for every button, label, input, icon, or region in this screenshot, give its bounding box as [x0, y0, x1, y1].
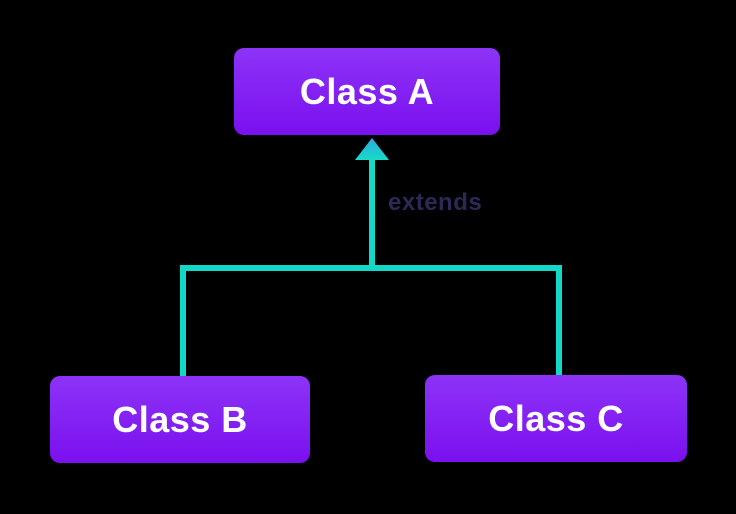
class-c-connector-line	[556, 265, 562, 378]
class-b-connector-line	[180, 265, 186, 379]
class-node-b: Class B	[50, 376, 310, 463]
class-node-a: Class A	[234, 48, 500, 135]
up-arrowhead-icon	[355, 138, 389, 160]
extends-edge-label: extends	[388, 189, 483, 216]
class-node-c-label: Class C	[488, 397, 624, 439]
class-node-a-label: Class A	[299, 70, 435, 112]
class-node-b-label: Class B	[112, 398, 248, 440]
class-node-c: Class C	[425, 375, 687, 462]
extends-arrow-stem	[369, 156, 375, 271]
